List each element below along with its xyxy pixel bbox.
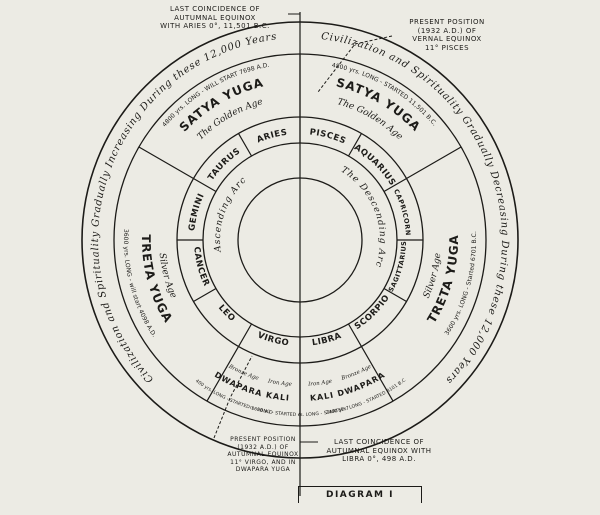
zodiac-divider: [193, 287, 217, 303]
yuga-span-kali-right: 1200 yrs. LONG - STARTED 701 B.C.: [0, 0, 350, 418]
annotation-line: VERNAL EQUINOX: [412, 35, 482, 43]
annotation-line: LAST COINCIDENCE OF: [169, 5, 261, 13]
yuga-span-dwapara-left: 2400 yrs. LONG - STARTED 1698 A.D.: [0, 0, 273, 416]
yuga-name-kali-right: KALI: [310, 390, 335, 402]
zodiac-divider: [193, 177, 217, 193]
yuga-divider: [206, 346, 240, 402]
yuga-age-kali-right: Iron Age: [307, 378, 333, 387]
zodiac-sign-leo: LEO: [216, 303, 237, 324]
ring-labels: Civilization and Spirituality Gradually …: [0, 0, 509, 418]
top-left-annotation: LAST COINCIDENCE OF AUTUMNAL EQUINOX WIT…: [140, 5, 290, 31]
zodiac-divider: [347, 133, 363, 157]
bottom-left-annotation: PRESENT POSITION (1932 A.D.) OF AUTUMNAL…: [208, 436, 318, 474]
zodiac-divider: [383, 177, 407, 193]
zodiac-sign-taurus: TAURUS: [206, 146, 242, 182]
yuga-divider: [360, 346, 394, 402]
zodiac-sign-scorpio: SCORPIO: [353, 293, 392, 332]
zodiac-divider: [383, 287, 407, 303]
yuga-divider: [406, 146, 462, 180]
annotation-line: (1932 A.D.) OF: [417, 26, 477, 35]
annotation-line: LIBRA 0°, 498 A.D.: [342, 455, 416, 463]
bottom-right-annotation: LAST COINCIDENCE OF AUTUMNAL EQUINOX WIT…: [304, 438, 454, 464]
annotation-line: DWAPARA YUGA: [235, 466, 291, 473]
annotation-line: AUTUMNAL EQUINOX: [227, 451, 299, 458]
annotation-line: LAST COINCIDENCE OF: [333, 438, 425, 446]
annotation-line: AUTUMNAL EQUINOX WITH: [326, 446, 432, 455]
zodiac-sign-aries: ARIES: [255, 128, 288, 146]
zodiac-divider: [347, 323, 363, 347]
leader-lines: [138, 12, 462, 496]
annotation-line: AUTUMNAL EQUINOX: [174, 13, 256, 22]
yuga-name-kali-left: KALI: [265, 390, 290, 402]
zodiac-sign-capricorn: CAPRICORN: [392, 188, 412, 236]
annotation-line: (1932 A.D.) OF: [237, 443, 289, 451]
yuga-age-kali-left: Iron Age: [266, 378, 292, 388]
annotation-line: PRESENT POSITION: [409, 18, 485, 26]
leader-pisces: [317, 35, 393, 93]
zodiac-sign-sagittarius: SAGITTARIUS: [387, 241, 408, 294]
yuga-divider: [138, 146, 194, 180]
annotation-line: 11° PISCES: [424, 43, 470, 52]
top-right-annotation: PRESENT POSITION (1932 A.D.) OF VERNAL E…: [392, 18, 502, 52]
annotation-line: WITH ARIES 0°, 11,501 B.C.: [160, 22, 270, 30]
zodiac-divider: [237, 133, 253, 157]
zodiac-divider: [237, 323, 253, 347]
descending-arc-label: The Descending Arc: [339, 165, 387, 269]
annotation-line: PRESENT POSITION: [230, 436, 296, 443]
diagram-caption: DIAGRAM I: [298, 486, 422, 503]
annotation-line: 11° VIRGO, AND IN: [230, 458, 296, 466]
zodiac-sign-cancer: CANCER: [191, 246, 211, 288]
